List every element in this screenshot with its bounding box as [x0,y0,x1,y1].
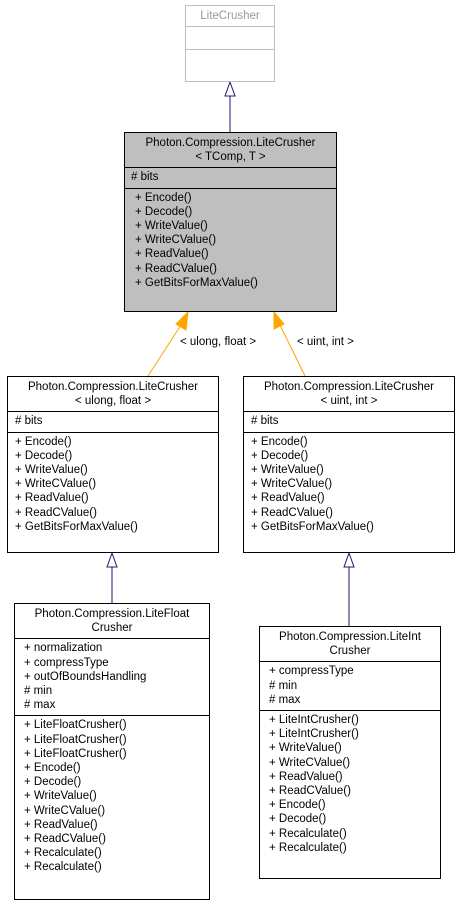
method-item: + WriteValue() [24,790,97,803]
method-item: + WriteCValue() [135,234,217,247]
attribute-item: + compressType [24,656,109,669]
class-title: Photon.Compression.LiteCrusher < TComp, … [145,137,316,164]
methods-section: + LiteFloatCrusher() + LiteFloatCrusher(… [15,715,209,877]
attributes-section: + compressType # min # max [260,661,440,710]
method-item: + WriteValue() [251,464,324,477]
class-title: Photon.Compression.LiteFloat Crusher [34,608,190,635]
edge-generic-to-base [224,80,236,132]
method-item: + Decode() [15,449,73,462]
attribute-item: # min [269,679,298,692]
method-item: + ReadCValue() [251,506,333,519]
method-item: + Encode() [24,762,81,775]
method-item: + GetBitsForMaxValue() [251,520,374,533]
class-title: LiteCrusher [200,10,260,22]
attributes-section: # bits [244,411,454,431]
method-item: + WriteValue() [15,464,88,477]
method-item: + Encode() [15,435,72,448]
method-item: + ReadCValue() [15,506,97,519]
method-item: + LiteFloatCrusher() [24,719,127,732]
method-item: + ReadValue() [251,492,325,505]
class-litecrusher-ulong-float[interactable]: Photon.Compression.LiteCrusher < ulong, … [7,376,219,553]
method-item: + Recalculate() [24,861,102,874]
methods-section: + LiteIntCrusher() + LiteIntCrusher() + … [260,710,440,858]
method-item: + ReadCValue() [24,833,106,846]
method-item: + GetBitsForMaxValue() [135,276,258,289]
method-item: + LiteFloatCrusher() [24,733,127,746]
attributes-section: # bits [8,411,218,431]
edge-uint-int-to-generic [273,310,306,377]
attribute-item: + outOfBoundsHandling [24,670,147,683]
method-item: + ReadCValue() [269,785,351,798]
methods-section [186,49,274,72]
method-item: + WriteValue() [269,742,342,755]
edge-label-uint-int: < uint, int > [297,336,354,348]
method-item: + Recalculate() [24,847,102,860]
method-item: + WriteCValue() [24,804,106,817]
method-item: + Decode() [251,449,309,462]
method-item: + Decode() [269,813,327,826]
methods-section: + Encode() + Decode() + WriteValue() + W… [125,187,336,293]
method-item: + LiteIntCrusher() [269,714,359,727]
class-litecrusher-generic[interactable]: Photon.Compression.LiteCrusher < TComp, … [124,132,337,312]
method-item: + WriteCValue() [269,756,351,769]
attribute-item: + compressType [269,665,354,678]
method-item: + LiteIntCrusher() [269,728,359,741]
methods-section: + Encode() + Decode() + WriteValue() + W… [244,431,454,537]
attributes-section [186,26,274,49]
attribute-item: # max [269,693,301,706]
edge-ulong-float-to-generic [147,310,189,377]
class-litecrusher[interactable]: LiteCrusher [185,5,275,82]
method-item: + LiteFloatCrusher() [24,747,127,760]
method-item: + ReadValue() [269,770,343,783]
method-item: + Encode() [135,191,192,204]
method-item: + ReadValue() [135,248,209,261]
class-litecrusher-uint-int[interactable]: Photon.Compression.LiteCrusher < uint, i… [243,376,455,553]
method-item: + WriteCValue() [251,478,333,491]
attribute-item: + normalization [24,642,103,655]
attribute-item: # min [24,685,53,698]
method-item: + ReadValue() [24,818,98,831]
class-liteintcrusher[interactable]: Photon.Compression.LiteInt Crusher + com… [259,626,441,879]
class-title: Photon.Compression.LiteCrusher < ulong, … [27,381,199,408]
method-item: + Encode() [251,435,308,448]
class-title: Photon.Compression.LiteInt Crusher [279,631,421,658]
attributes-section: + normalization + compressType + outOfBo… [15,638,209,715]
class-litefloatcrusher[interactable]: Photon.Compression.LiteFloat Crusher + n… [14,603,210,900]
edge-float-crusher-to-ulong-float [106,551,118,603]
method-item: + WriteValue() [135,220,208,233]
attribute-item: # max [24,699,56,712]
methods-section: + Encode() + Decode() + WriteValue() + W… [8,431,218,537]
method-item: + Encode() [269,799,326,812]
method-item: + Recalculate() [269,827,347,840]
attribute-item: # bits [15,415,43,428]
method-item: + Decode() [135,205,193,218]
attributes-section: # bits [125,167,336,187]
method-item: + WriteCValue() [15,478,97,491]
attribute-item: # bits [131,171,159,184]
class-title: Photon.Compression.LiteCrusher < uint, i… [263,381,435,408]
edge-int-crusher-to-uint-int [343,551,355,626]
method-item: + ReadCValue() [135,262,217,275]
method-item: + Recalculate() [269,841,347,854]
method-item: + ReadValue() [15,492,89,505]
method-item: + Decode() [24,776,82,789]
edge-label-ulong-float: < ulong, float > [180,336,257,348]
attribute-item: # bits [251,415,279,428]
method-item: + GetBitsForMaxValue() [15,520,138,533]
